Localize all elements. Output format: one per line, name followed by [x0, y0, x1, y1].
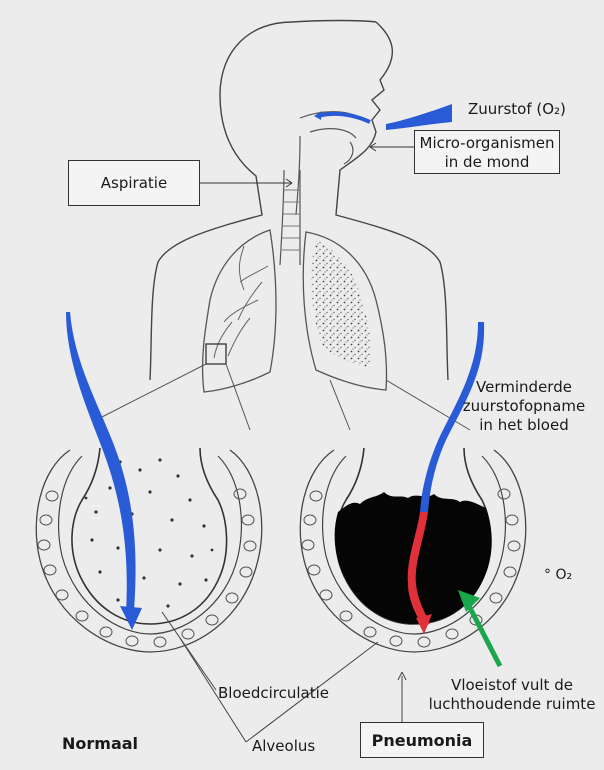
label-pneumonia: Pneumonia: [372, 731, 473, 750]
zoom-lines: [100, 364, 470, 430]
label-micro-organisms-box: Micro-organismen in de mond: [414, 130, 560, 174]
label-micro-line1: Micro-organismen: [415, 134, 559, 153]
label-reduced-line3: in het bloed: [454, 416, 594, 435]
label-reduced-oxygen: Verminderde zuurstofopname in het bloed: [454, 378, 594, 435]
label-reduced-line1: Verminderde: [454, 378, 594, 397]
label-fluid-line1: Vloeistof vult de: [420, 676, 604, 695]
label-alveolus: Alveolus: [252, 737, 315, 756]
label-reduced-line2: zuurstofopname: [454, 397, 594, 416]
normal-alveolus: [36, 312, 262, 652]
label-fluid-line2: luchthoudende ruimte: [420, 695, 604, 714]
left-lung: [203, 230, 276, 392]
nasal-cavity: [296, 112, 366, 215]
label-aspiration-box: Aspiratie: [68, 160, 200, 206]
label-aspiration: Aspiratie: [101, 174, 167, 192]
alveolus-zoom-box: [206, 344, 226, 364]
label-oxygen: Zuurstof (O₂): [468, 100, 566, 119]
label-pneumonia-box: Pneumonia: [360, 722, 484, 758]
pneumonia-alveolus: [300, 322, 526, 666]
label-o2-small: ° O₂: [544, 566, 572, 585]
label-blood-circulation: Bloedcirculatie: [218, 684, 329, 703]
label-fluid: Vloeistof vult de luchthoudende ruimte: [420, 676, 604, 714]
label-micro-line2: in de mond: [415, 153, 559, 172]
label-normal: Normaal: [62, 734, 138, 753]
oxygen-arrow: [386, 104, 452, 130]
infection-area: [311, 240, 371, 368]
